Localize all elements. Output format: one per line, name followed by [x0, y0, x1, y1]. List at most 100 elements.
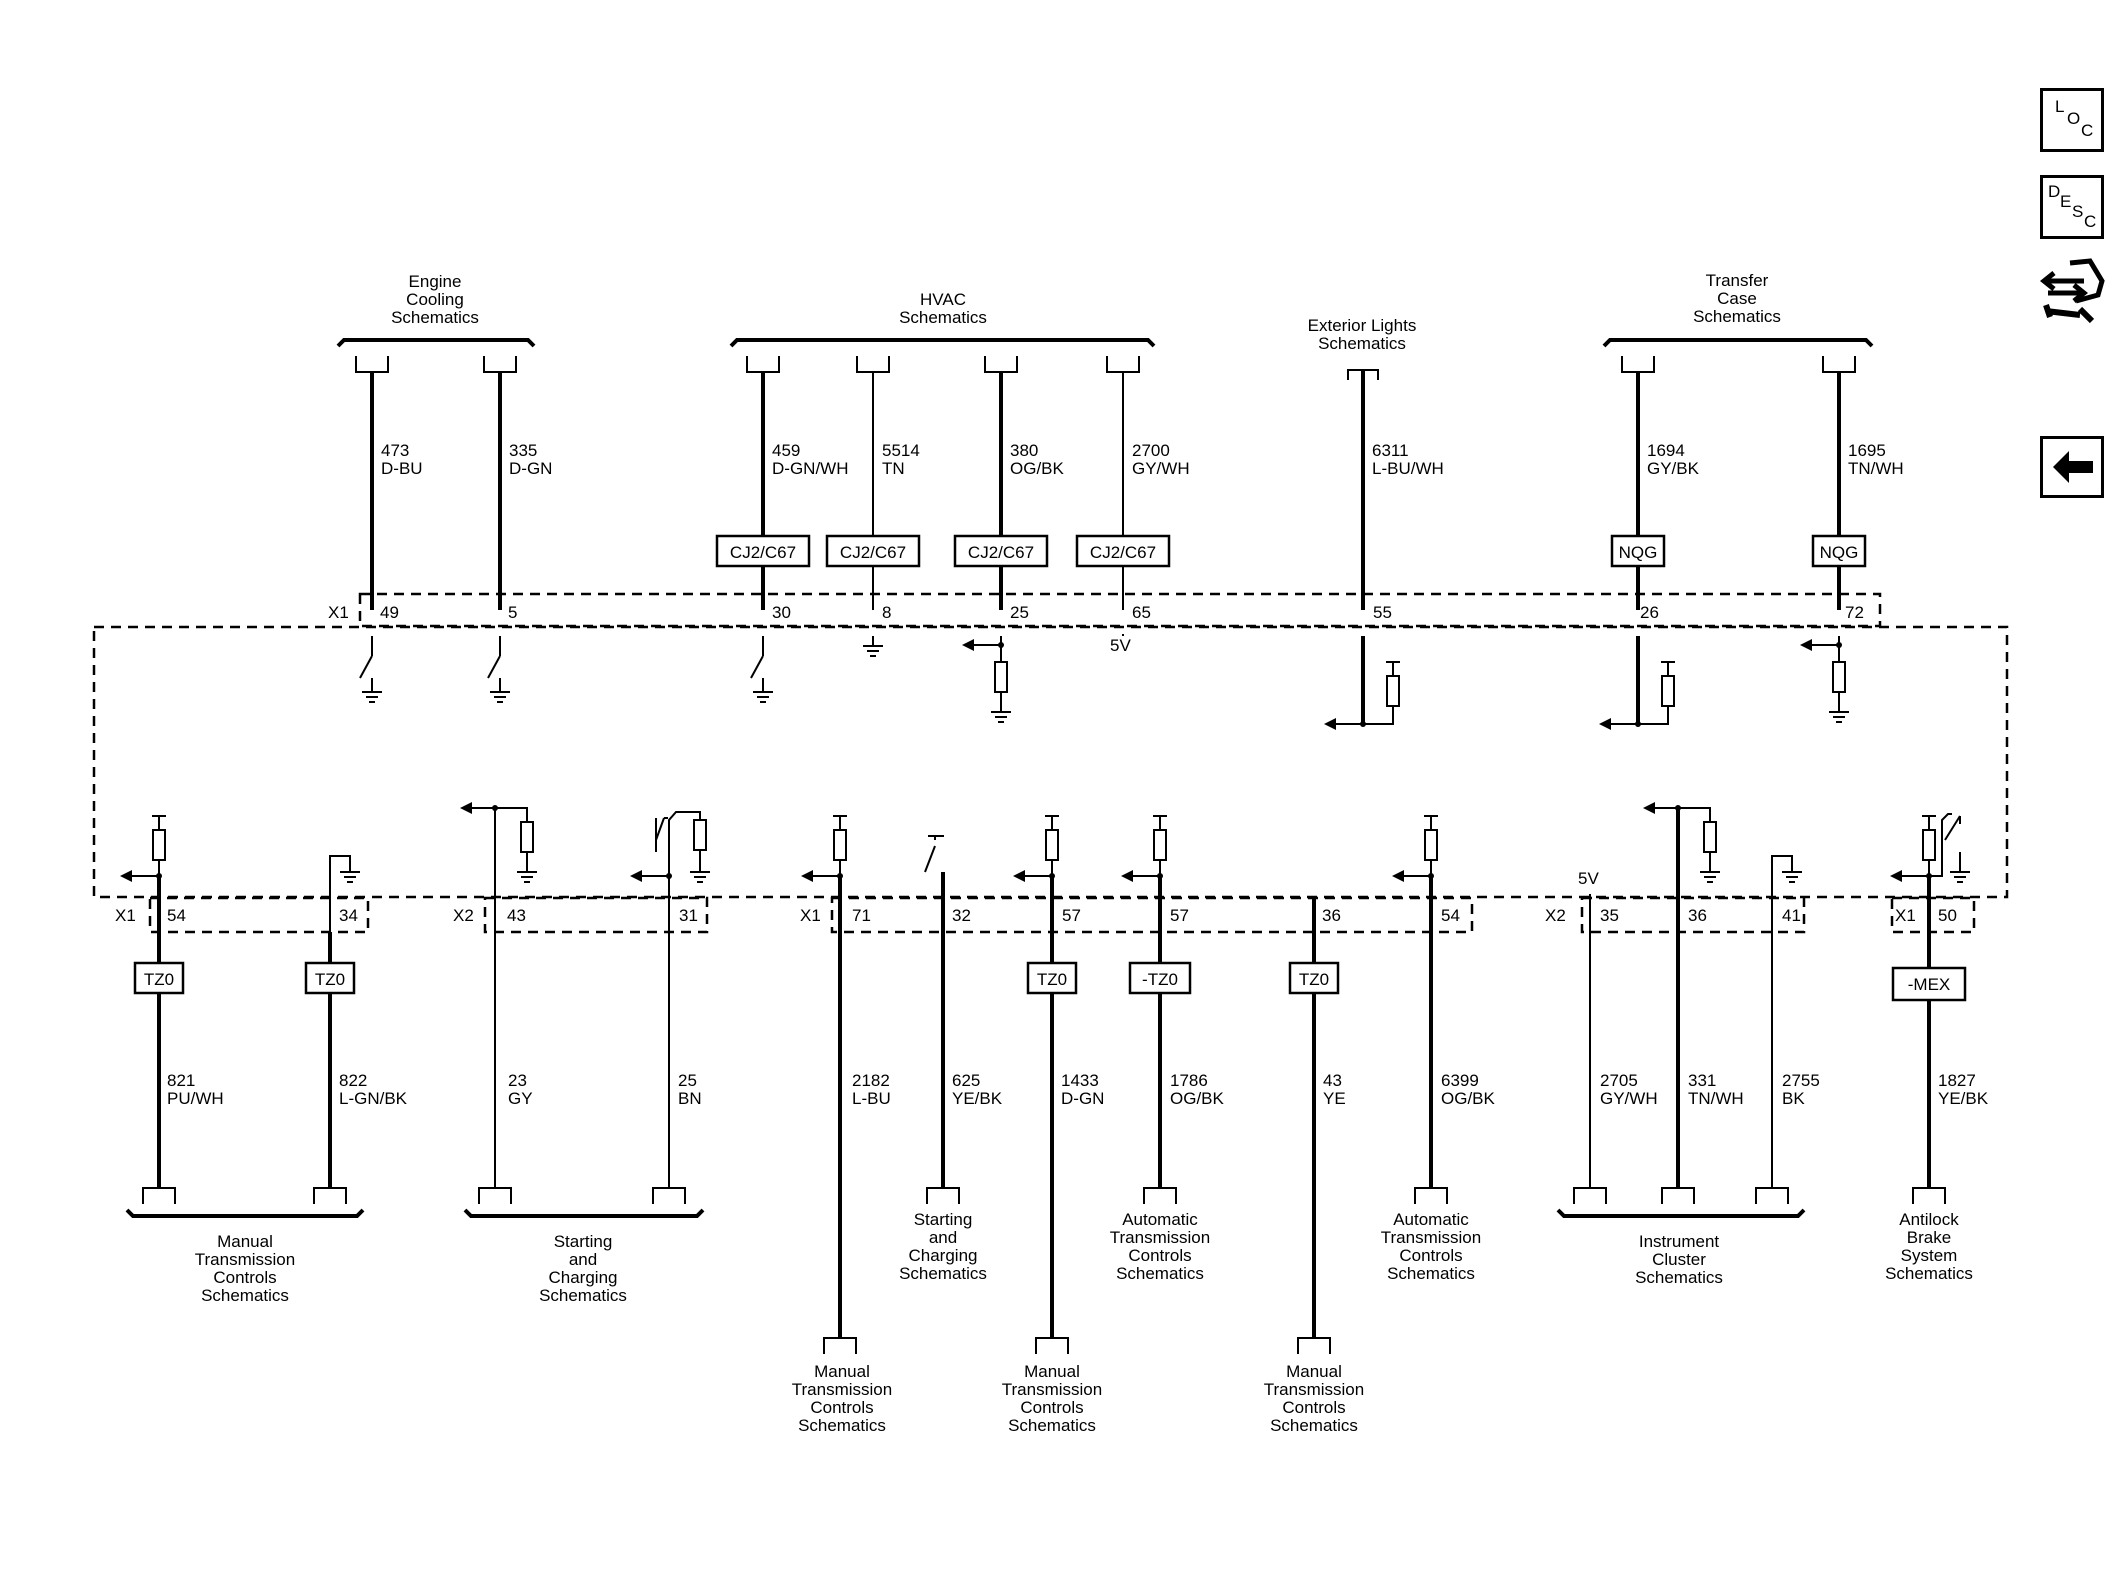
wire-color: OG/BK — [1441, 1089, 1496, 1108]
connector-x1-lower-b — [830, 896, 1474, 934]
pin-number: 54 — [167, 906, 186, 925]
wire-2182: 2182 L-BU 71 — [801, 815, 891, 1354]
splice-box — [715, 534, 811, 568]
connector-x2-right — [1580, 896, 1806, 934]
connector-tool-icon[interactable] — [2040, 255, 2110, 335]
group-text: Manual — [1024, 1362, 1080, 1381]
wire-1786: -TZ0 1786 OG/BK 57 — [1121, 815, 1225, 1204]
pin-number: 49 — [380, 603, 399, 622]
wire-6399: 6399 OG/BK 54 — [1392, 815, 1496, 1204]
wire-821: TZ0 821 PU/WH 54 — [120, 815, 224, 1204]
wire-2700: CJ2/C67 2700 GY/WH 65 — [1075, 356, 1190, 636]
connector-x2-label-lower: X2 — [453, 906, 474, 925]
connector-x1-label-lower: X1 — [115, 906, 136, 925]
wire-473: 473 D-BU 49 — [355, 356, 423, 703]
pin-number: 35 — [1600, 906, 1619, 925]
wire-color: BK — [1782, 1089, 1805, 1108]
connector-x2-lower — [483, 896, 709, 934]
group-text: Schematics — [1693, 307, 1781, 326]
group-exterior-lights: Exterior Lights Schematics — [1308, 316, 1417, 353]
pin-number: 26 — [1640, 603, 1659, 622]
group-text: Case — [1717, 289, 1757, 308]
wire-1827: -MEX 1827 YE/BK 50 — [1890, 813, 1989, 1204]
wire-color: L-BU/WH — [1372, 459, 1444, 478]
circuit-number: 5514 — [882, 441, 920, 460]
wire-color: GY/WH — [1132, 459, 1190, 478]
wire-1694: NQG 1694 GY/BK 26 — [1599, 356, 1700, 730]
circuit-number: 1827 — [1938, 1071, 1976, 1090]
group-text: Cluster — [1652, 1250, 1706, 1269]
back-button[interactable] — [2040, 436, 2104, 498]
group-manual-transmission-3: Manual Transmission Controls Schematics — [1002, 1362, 1102, 1435]
wire-color: GY — [508, 1089, 533, 1108]
location-button[interactable]: L O C — [2040, 88, 2104, 152]
group-automatic-transmission-1: Automatic Transmission Controls Schemati… — [1110, 1210, 1210, 1283]
group-text: Controls — [810, 1398, 873, 1417]
circuit-number: 473 — [381, 441, 409, 460]
wire-color: L-GN/BK — [339, 1089, 408, 1108]
loc-letter-l: L — [2055, 97, 2065, 116]
circuit-number: 1433 — [1061, 1071, 1099, 1090]
wire-color: YE/BK — [1938, 1089, 1989, 1108]
group-text: Engine — [409, 272, 462, 291]
pin-number: 32 — [952, 906, 971, 925]
group-text: Cooling — [406, 290, 464, 309]
circuit-number: 2182 — [852, 1071, 890, 1090]
group-text: Schematics — [798, 1416, 886, 1435]
splice-box — [1610, 534, 1666, 568]
group-automatic-transmission-2: Automatic Transmission Controls Schemati… — [1381, 1210, 1481, 1283]
splice-label: NQG — [1619, 543, 1658, 562]
circuit-number: 380 — [1010, 441, 1038, 460]
option-box — [1288, 961, 1340, 995]
group-text: Schematics — [1116, 1264, 1204, 1283]
wire-25: 25 BN 31 — [630, 811, 711, 1204]
splice-label: CJ2/C67 — [968, 543, 1034, 562]
option-box — [1026, 961, 1078, 995]
group-text: Controls — [213, 1268, 276, 1287]
connector-x1-upper — [358, 592, 1882, 628]
pin-number: 71 — [852, 906, 871, 925]
group-text: Transfer — [1706, 271, 1769, 290]
circuit-number: 335 — [509, 441, 537, 460]
group-text: HVAC — [920, 290, 966, 309]
desc-letter-e: E — [2060, 192, 2072, 211]
wire-1695: NQG 1695 TN/WH 72 — [1800, 356, 1904, 723]
connector-x1-lower-a — [148, 896, 370, 934]
group-text: Brake — [1907, 1228, 1951, 1247]
group-text: Schematics — [201, 1286, 289, 1305]
group-text: Schematics — [1008, 1416, 1096, 1435]
circuit-number: 1786 — [1170, 1071, 1208, 1090]
pin-number: 43 — [507, 906, 526, 925]
splice-box — [1811, 534, 1867, 568]
pin-number: 5 — [508, 603, 517, 622]
wire-6311: 6311 L-BU/WH 55 — [1324, 369, 1444, 730]
circuit-number: 1695 — [1848, 441, 1886, 460]
group-text: Antilock — [1899, 1210, 1959, 1229]
circuit-number: 331 — [1688, 1071, 1716, 1090]
group-manual-transmission-2: Manual Transmission Controls Schematics — [792, 1362, 892, 1435]
group-text: Schematics — [899, 308, 987, 327]
option-label: -MEX — [1908, 975, 1951, 994]
description-button[interactable]: D E S C — [2040, 175, 2104, 239]
wire-color: TN/WH — [1848, 459, 1904, 478]
pin-number: 30 — [772, 603, 791, 622]
wire-625: 625 YE/BK 32 — [924, 835, 1003, 1204]
circuit-number: 2700 — [1132, 441, 1170, 460]
pin-number: 41 — [1782, 906, 1801, 925]
desc-letter-d: D — [2048, 182, 2061, 201]
circuit-number: 23 — [508, 1071, 527, 1090]
option-box — [1891, 966, 1967, 1002]
wire-color: D-GN — [1061, 1089, 1104, 1108]
splice-box — [1075, 534, 1171, 568]
group-text: Manual — [217, 1232, 273, 1251]
group-text: Controls — [1020, 1398, 1083, 1417]
group-text: Controls — [1128, 1246, 1191, 1265]
pin-number: 57 — [1062, 906, 1081, 925]
circuit-number: 6399 — [1441, 1071, 1479, 1090]
pin-number: 54 — [1441, 906, 1460, 925]
connector-x1-label-mid: X1 — [800, 906, 821, 925]
group-text: Starting — [914, 1210, 973, 1229]
wire-459: CJ2/C67 459 D-GN/WH 30 — [715, 356, 848, 703]
wire-color: YE — [1323, 1089, 1346, 1108]
